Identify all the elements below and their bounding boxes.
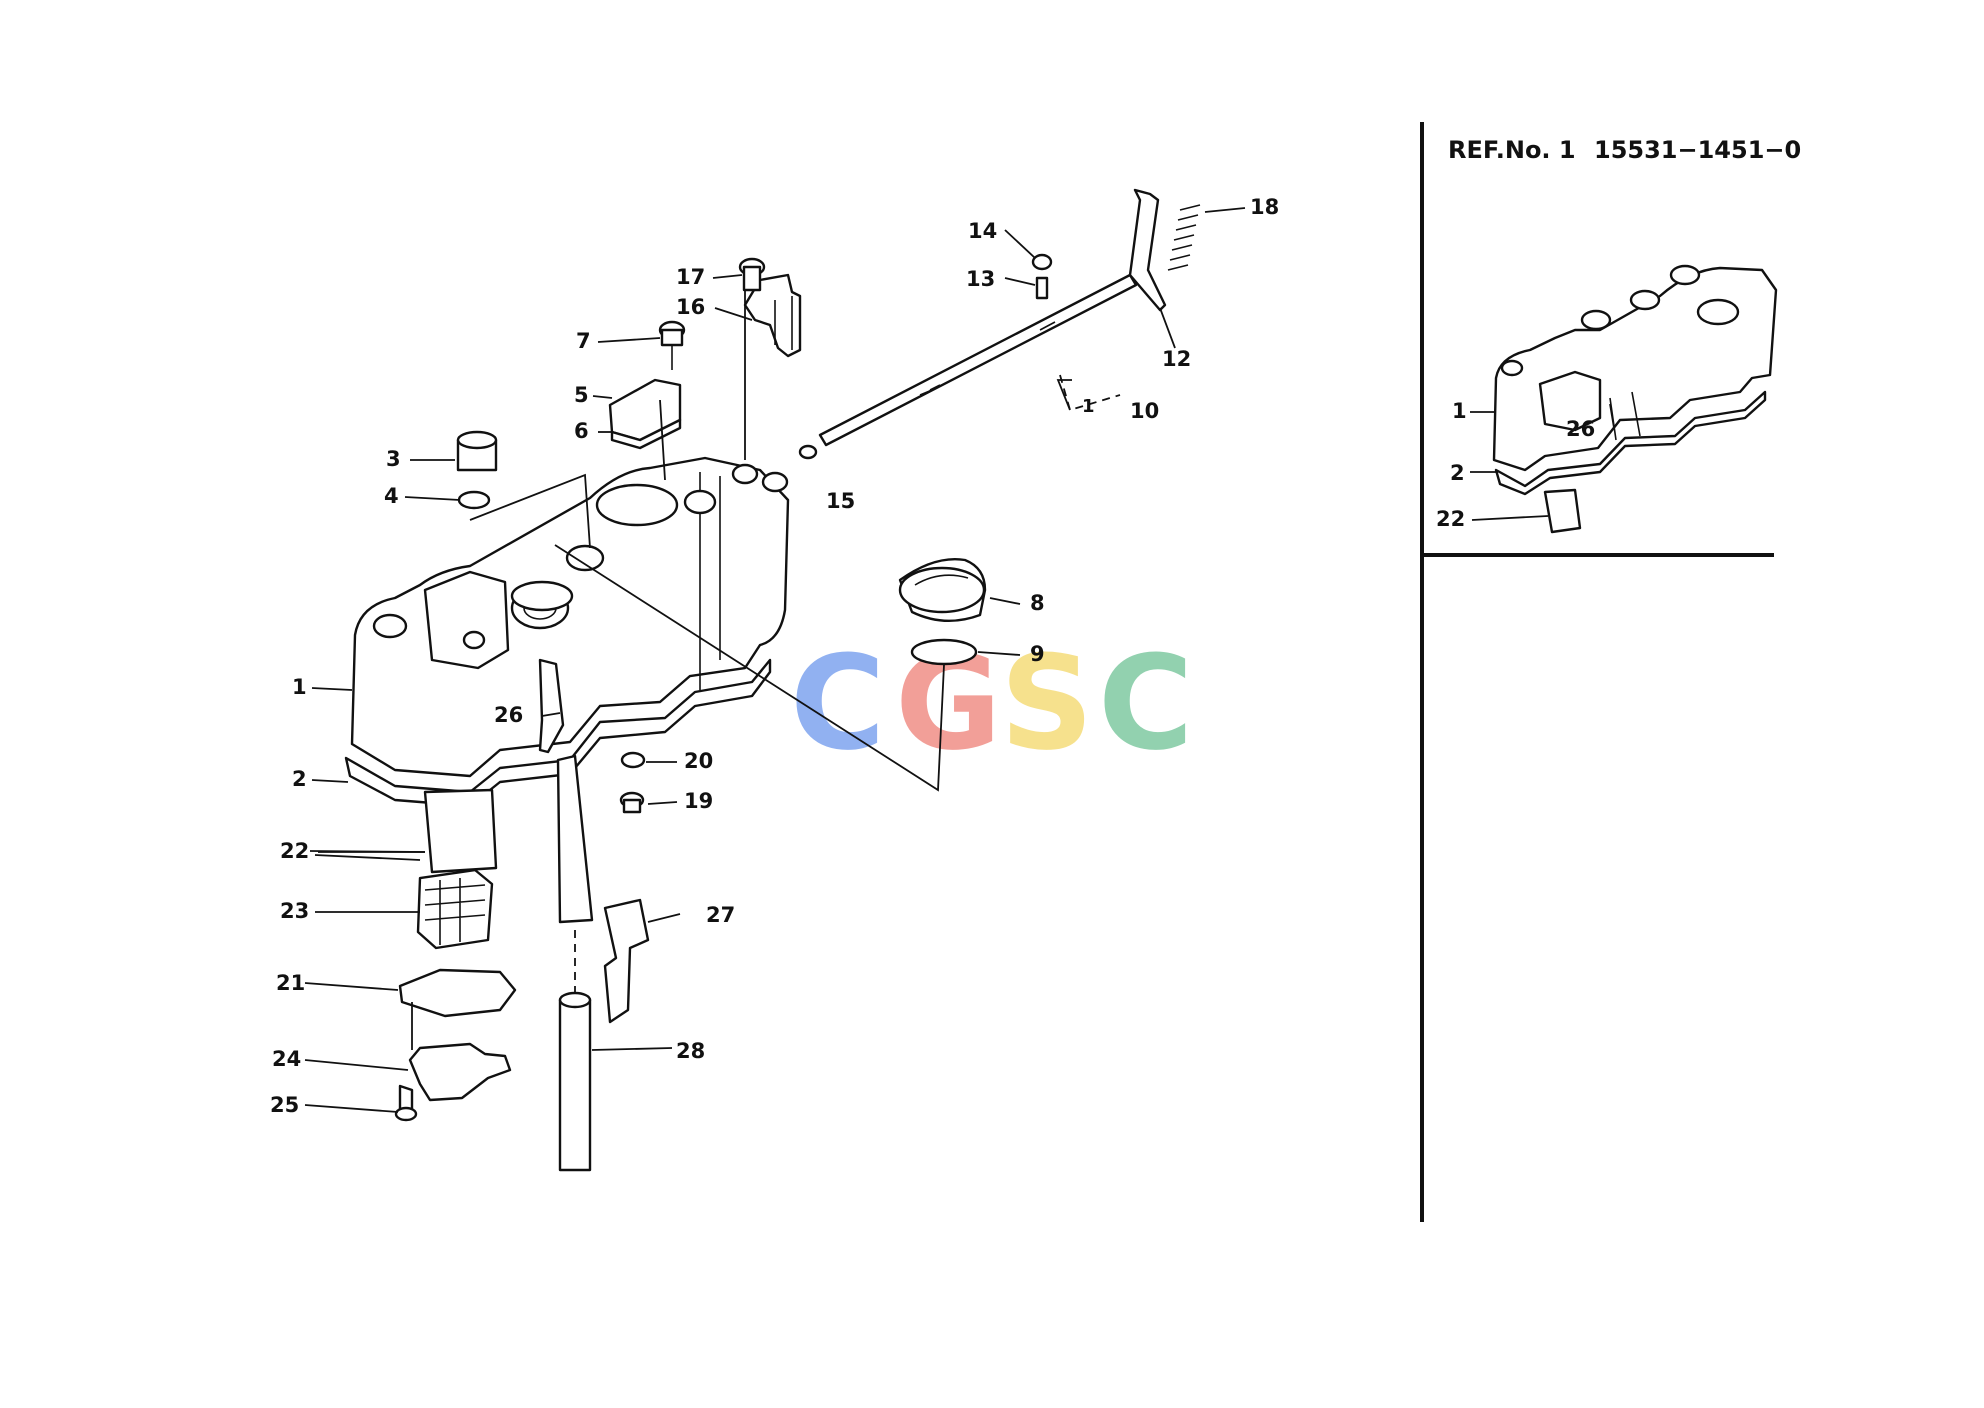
callout-27: 27 <box>706 903 735 927</box>
washer-part-20 <box>620 751 646 769</box>
callout-20: 20 <box>684 749 713 773</box>
callout-21: 21 <box>276 971 305 995</box>
callout-19: 19 <box>684 789 713 813</box>
bracket-part-22 <box>423 788 498 874</box>
hose-part-28 <box>558 998 592 1172</box>
spring-part-18 <box>1167 204 1201 271</box>
callout-13: 13 <box>966 267 995 291</box>
gasket-part-6 <box>610 418 682 450</box>
screw-part-17 <box>738 257 766 292</box>
bolt-part-25 <box>394 1084 418 1122</box>
bracket-part-16 <box>743 273 802 358</box>
bolt-part-19 <box>619 791 645 814</box>
watermark-letter-c2: C <box>1098 627 1193 779</box>
clip-part-27 <box>603 898 650 1024</box>
callout-26: 26 <box>494 703 523 727</box>
watermark-letter-c1: C <box>790 627 885 779</box>
callout-18: 18 <box>1250 195 1279 219</box>
lever-shaft-part-10 <box>818 188 1167 447</box>
bracket-part-24 <box>408 1042 512 1102</box>
inset-callout-2: 2 <box>1450 461 1465 485</box>
o-ring-part-9 <box>910 638 978 666</box>
callout-3: 3 <box>386 447 401 471</box>
callout-22: 22 <box>280 839 309 863</box>
washer-part-4 <box>457 490 491 510</box>
callout-4: 4 <box>384 484 399 508</box>
valve-cover-body <box>344 456 790 808</box>
callout-25: 25 <box>270 1093 299 1117</box>
watermark-letter-s: S <box>1000 627 1094 779</box>
cap-part-3 <box>456 430 498 472</box>
inset-callout-1: 1 <box>1452 399 1467 423</box>
callout-10-sub: 1 <box>1082 396 1095 417</box>
callout-23: 23 <box>280 899 309 923</box>
breather-hose-upper <box>556 754 594 924</box>
callout-6: 6 <box>574 419 589 443</box>
callout-2: 2 <box>292 767 307 791</box>
callout-8: 8 <box>1030 591 1045 615</box>
ref-part-number: 15531−1451−0 <box>1594 136 1801 164</box>
ring-part-15 <box>798 444 818 460</box>
plate-part-21 <box>398 968 517 1018</box>
cap-part-14 <box>1031 253 1053 271</box>
cgsc-watermark: C G S C <box>790 627 1193 779</box>
callout-16: 16 <box>676 295 705 319</box>
callout-7: 7 <box>576 329 591 353</box>
callout-14: 14 <box>968 219 997 243</box>
inset-callout-26: 26 <box>1566 417 1595 441</box>
oil-filler-cap-part-8 <box>898 558 987 623</box>
inset-cover-drawing <box>1492 264 1778 534</box>
ref-number-label: REF.No. 1 <box>1448 136 1576 164</box>
callout-10: 10 <box>1130 399 1159 423</box>
callout-12: 12 <box>1162 347 1191 371</box>
callout-5: 5 <box>574 383 589 407</box>
screw-part-7 <box>658 320 686 370</box>
callout-17: 17 <box>676 265 705 289</box>
breather-element-23 <box>416 868 494 950</box>
callout-9: 9 <box>1030 642 1045 666</box>
callout-1: 1 <box>292 675 307 699</box>
callout-24: 24 <box>272 1047 301 1071</box>
pin-part-13 <box>1035 276 1049 300</box>
callout-15: 15 <box>826 489 855 513</box>
callout-28: 28 <box>676 1039 705 1063</box>
inset-callout-22: 22 <box>1436 507 1465 531</box>
reference-frame <box>1420 122 1774 1222</box>
